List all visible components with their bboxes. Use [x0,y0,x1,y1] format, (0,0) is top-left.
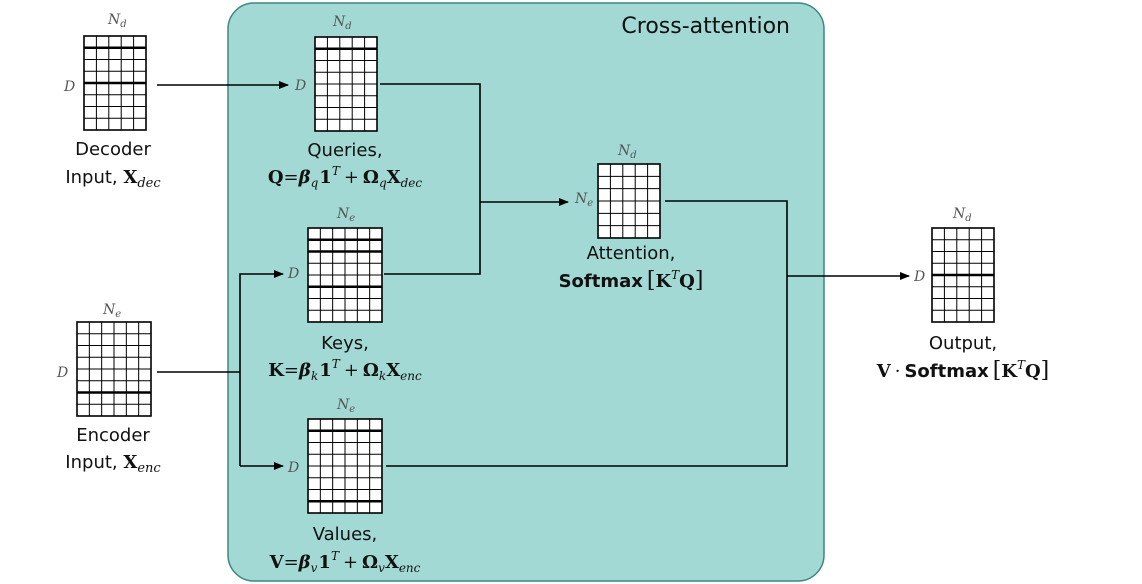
encoder-ne-label: Ne [102,302,121,320]
output-d-label: D [913,269,925,285]
split-to-keys-arrow [239,270,284,466]
values-to-merge-line [386,276,788,467]
values-ne-label: Ne [336,397,355,415]
decoder-input-matrix [83,35,147,131]
values-caption-name: Values, [313,524,378,545]
attention-formula: Softmax[KTQ] [559,268,704,293]
queries-d-label: D [294,78,306,94]
decoder-caption-line2: Input, Xdec [65,167,161,191]
keys-matrix [307,227,383,323]
encoder-input-matrix [76,321,152,417]
keys-caption-name: Keys, [321,333,369,354]
attention-caption-name: Attention, [587,243,676,264]
queries-formula: Q=βq1T+ΩqXdec [268,164,423,190]
attention-ne-label: Ne [574,191,593,209]
queries-nd-label: Nd [332,14,352,32]
keys-ne-label: Ne [336,206,355,224]
decoder-caption-line1: Decoder [75,139,151,160]
values-formula: V=βv1T+ΩvXenc [269,549,421,575]
decoder-nd-label: Nd [107,12,127,30]
attention-matrix [597,163,661,239]
values-matrix [307,418,383,514]
keys-formula: K=βk1T+ΩkXenc [268,357,422,383]
keys-d-label: D [287,266,299,282]
encoder-caption-line2: Input, Xenc [65,452,161,476]
output-nd-label: Nd [952,206,972,224]
encoder-d-label: D [56,365,68,381]
output-caption-name: Output, [929,333,997,354]
attention-to-merge-line [665,200,788,276]
decoder-d-label: D [63,79,75,95]
output-formula: V·Softmax[KTQ] [876,358,1050,383]
output-matrix [931,227,995,323]
values-d-label: D [287,460,299,476]
queries-matrix [314,36,378,132]
queries-caption-name: Queries, [307,140,382,161]
attention-nd-label: Nd [617,143,637,161]
encoder-caption-line1: Encoder [76,425,150,446]
queries-to-join-line [380,83,481,202]
panel-title: Cross-attention [621,14,790,39]
keys-to-join-line [384,202,481,275]
